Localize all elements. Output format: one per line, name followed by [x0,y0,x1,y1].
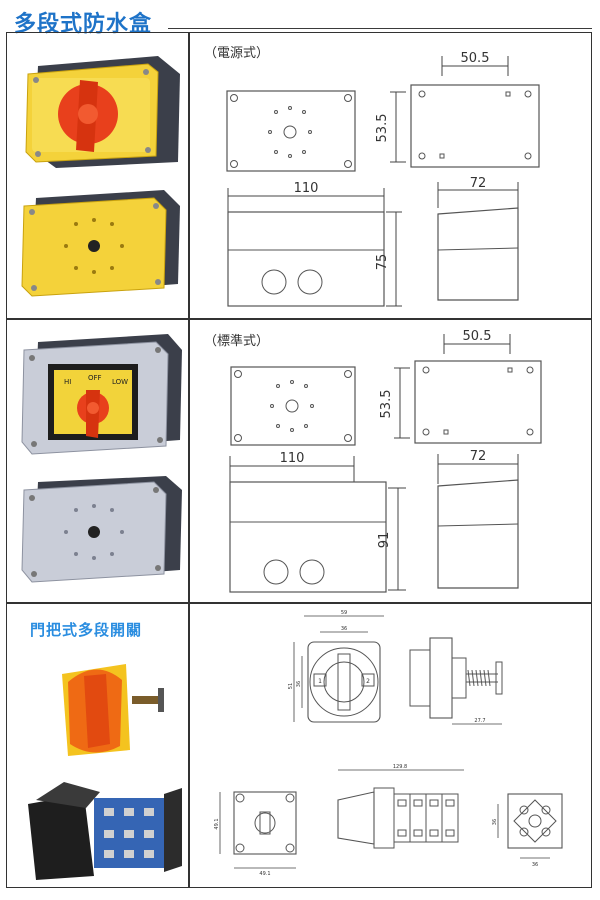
s3-mark-1: 1 [318,678,322,685]
section2-dim-width-top: 50.5 [443,329,511,354]
section1-dim-width-top: 50.5 [441,51,509,76]
cam-switch-rear-drawing: 36 36 [492,793,563,868]
section2-front-plate-drawing [230,366,356,446]
s1-dim-75: 75 [375,254,390,271]
s1-dim-110: 110 [294,181,319,196]
s3-dim-491-v: 49.1 [214,818,220,829]
door-handle-switch-photo [62,664,164,756]
section2-back-plate-drawing [414,360,542,444]
s3-dim-36-back-h: 36 [492,819,498,825]
s3-dim-1298: 129.8 [393,764,407,770]
section1-front-plate-drawing [226,90,356,172]
door-switch-side-drawing: 27.7 [409,637,503,725]
s3-dim-36: 36 [341,626,347,632]
s1-dim-535: 53.5 [375,114,390,143]
s1-dim-505: 50.5 [461,51,490,66]
s2-dim-535: 53.5 [379,390,394,419]
section1-back-plate-drawing [410,84,540,168]
section2-dim-height-side: 53.5 [379,367,410,439]
grey-switch-box-photo: HI OFF LOW [21,334,182,455]
switch-label-hi: HI [64,378,71,386]
yellow-plain-box-photo [21,190,180,297]
section1-dim-height-side: 53.5 [375,91,406,163]
s3-dim-491-h: 49.1 [259,871,270,877]
s3-dim-59: 59 [341,610,347,616]
outer-frame [6,32,592,888]
section3-title: 門把式多段開關 [30,621,143,639]
s3-dim-277: 27.7 [474,718,485,724]
section1-caption: （電源式） [204,46,270,61]
title-rule [168,28,592,29]
cam-switch-side-drawing: 129.8 [337,764,464,849]
s1-dim-72: 72 [470,176,487,191]
s2-dim-505: 50.5 [463,329,492,344]
s3-dim-36-back-w: 36 [532,862,538,868]
switch-label-off: OFF [88,374,102,382]
section1-side-elevation-drawing: 72 [437,176,519,301]
s2-dim-91: 91 [377,532,392,549]
column-divider [188,32,190,888]
s3-dim-51: 51 [288,683,294,689]
grey-plain-box-photo [21,476,182,583]
switch-label-low: LOW [112,378,128,386]
row-divider-1 [6,318,592,320]
section2-front-elevation-drawing: 110 91 [229,451,406,593]
yellow-switch-box-photo [25,56,180,168]
square-flange-drawing: 49.1 49.1 [214,791,297,877]
door-switch-front-drawing: 59 36 1 2 51 36 [288,610,384,723]
s2-dim-72: 72 [470,449,487,464]
s3-mark-2: 2 [366,678,370,685]
row-divider-2 [6,602,592,604]
s2-dim-110: 110 [280,451,305,466]
section1-front-elevation-drawing: 110 75 [227,181,402,307]
section2-caption: （標準式） [204,334,270,349]
s3-dim-36b: 36 [296,681,302,687]
cam-switch-photo [28,782,182,880]
section2-side-elevation-drawing: 72 [437,449,519,589]
